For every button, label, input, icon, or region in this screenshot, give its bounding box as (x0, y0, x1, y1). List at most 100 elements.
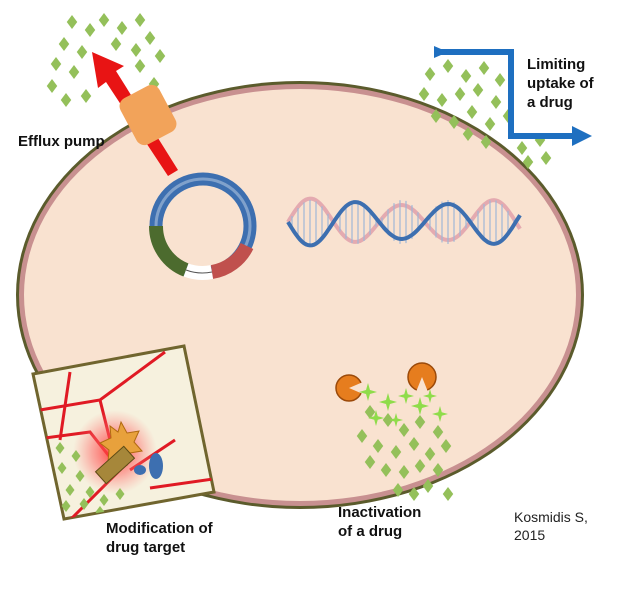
drug-molecule-icon (66, 15, 78, 29)
drug-molecule-icon (494, 73, 506, 87)
drug-molecule-icon (442, 487, 454, 501)
enzyme-1 (335, 374, 365, 402)
drug-molecule-icon (364, 455, 376, 469)
drug-molecule-icon (398, 423, 410, 437)
label-efflux-pump: Efflux pump (18, 133, 105, 150)
drug-molecule-icon (432, 463, 444, 477)
drug-molecule-icon (79, 498, 89, 510)
drug-molecule-icon (522, 155, 534, 169)
efflux-pump (92, 52, 178, 176)
drug-molecule-icon (390, 445, 402, 459)
drug-molecule-icon (364, 405, 376, 419)
drug-molecule-icon (422, 479, 434, 493)
inactivated-drug-icon (368, 410, 384, 426)
drug-molecule-icon (144, 31, 156, 45)
label-limiting-uptake-line-1: Limiting (527, 56, 586, 73)
drug-molecule-icon (462, 127, 474, 141)
drug-molecule-icon (116, 21, 128, 35)
drug-target-inset (31, 344, 216, 521)
label-limiting-uptake: Limiting uptake of a drug (527, 56, 594, 112)
drug-molecule-icon (356, 429, 368, 443)
drug-molecule-icon (130, 43, 142, 57)
label-modification-line-1: Modification of (106, 520, 213, 537)
drug-molecule-icon (460, 69, 472, 83)
drug-molecule-icon (80, 89, 92, 103)
drug-molecule-icon (84, 23, 96, 37)
author-credit-line-2: 2015 (514, 527, 546, 544)
drug-molecule-icon (50, 57, 62, 71)
drug-molecule-icon (61, 500, 71, 512)
drug-molecule-icon (414, 415, 426, 429)
target-modifier-small (134, 465, 146, 475)
drug-molecule-icon (372, 439, 384, 453)
drug-molecule-icon (432, 425, 444, 439)
drug-molecule-icon (65, 484, 75, 496)
plasmid (148, 172, 257, 280)
drug-molecule-icon (99, 494, 109, 506)
drug-molecule-icon (110, 37, 122, 51)
drug-molecule-icon (436, 93, 448, 107)
drug-molecule-icon (516, 141, 528, 155)
target-modifier-oval (149, 453, 163, 479)
drug-molecule-icon (98, 13, 110, 27)
inset-drug-molecules (55, 442, 125, 518)
uptake-arrow (434, 46, 592, 146)
drug-molecule-icon (424, 447, 436, 461)
drug-molecule-icon (490, 95, 502, 109)
label-limiting-uptake-line-2: uptake of (527, 74, 594, 92)
label-inactivation-line-1: Inactivation (338, 504, 422, 521)
drug-molecule-icon (418, 87, 430, 101)
inactivated-drug-icon (379, 393, 397, 411)
drug-molecule-icon (480, 135, 492, 149)
label-modification-line-2: drug target (106, 538, 186, 556)
drug-molecule-icon (55, 442, 65, 454)
drug-molecule-icon (448, 115, 460, 129)
drug-molecule-icon (71, 450, 81, 462)
drug-molecule-icon (60, 93, 72, 107)
author-credit: Kosmidis S, 2015 (514, 508, 588, 544)
drug-molecule-icon (408, 487, 420, 501)
drug-molecule-icon (134, 59, 146, 73)
drug-molecule-icon (75, 470, 85, 482)
label-modification-of-drug-target: Modification of drug target (106, 520, 213, 558)
dna-strand-b (286, 196, 522, 244)
inactivated-drug-molecules (359, 383, 448, 427)
inactivating-enzymes (335, 362, 437, 402)
drug-molecule-icon (454, 87, 466, 101)
inactivated-drug-icon (411, 397, 429, 415)
drug-molecule-icon (478, 61, 490, 75)
author-credit-line-1: Kosmidis S, (514, 509, 588, 525)
label-inactivation-line-2: of a drug (338, 522, 403, 540)
drug-molecule-icon (398, 465, 410, 479)
drug-molecule-icon (466, 105, 478, 119)
drug-molecule-icon (442, 59, 454, 73)
inactivated-drug-icon (359, 383, 377, 401)
drug-molecule-icon (472, 83, 484, 97)
inactivated-drug-icon (398, 388, 414, 404)
drug-molecule-icon (430, 109, 442, 123)
drug-molecule-icon (540, 151, 552, 165)
drug-molecule-icon (58, 37, 70, 51)
drug-molecule-icon (380, 463, 392, 477)
drug-molecule-icon (76, 45, 88, 59)
drug-molecule-icon (57, 462, 67, 474)
drug-molecule-icon (154, 49, 166, 63)
inactivated-drug-icon (423, 389, 437, 403)
dna-strand-a (286, 200, 522, 248)
drug-molecule-icon (85, 486, 95, 498)
label-inactivation-of-a-drug: Inactivation of a drug (338, 504, 421, 542)
drug-molecules (46, 13, 552, 501)
drug-molecule-icon (382, 413, 394, 427)
drug-molecule-icon (484, 117, 496, 131)
inactivated-drug-icon (389, 413, 403, 427)
enzyme-2 (407, 362, 437, 394)
inactivated-drug-icon (432, 406, 448, 422)
drug-molecule-icon (424, 67, 436, 81)
chromosomal-dna (286, 196, 522, 248)
label-limiting-uptake-line-3: a drug (527, 93, 573, 111)
drug-molecule-icon (414, 459, 426, 473)
drug-molecule-icon (440, 439, 452, 453)
drug-molecule-icon (134, 13, 146, 27)
drug-molecule-icon (408, 437, 420, 451)
